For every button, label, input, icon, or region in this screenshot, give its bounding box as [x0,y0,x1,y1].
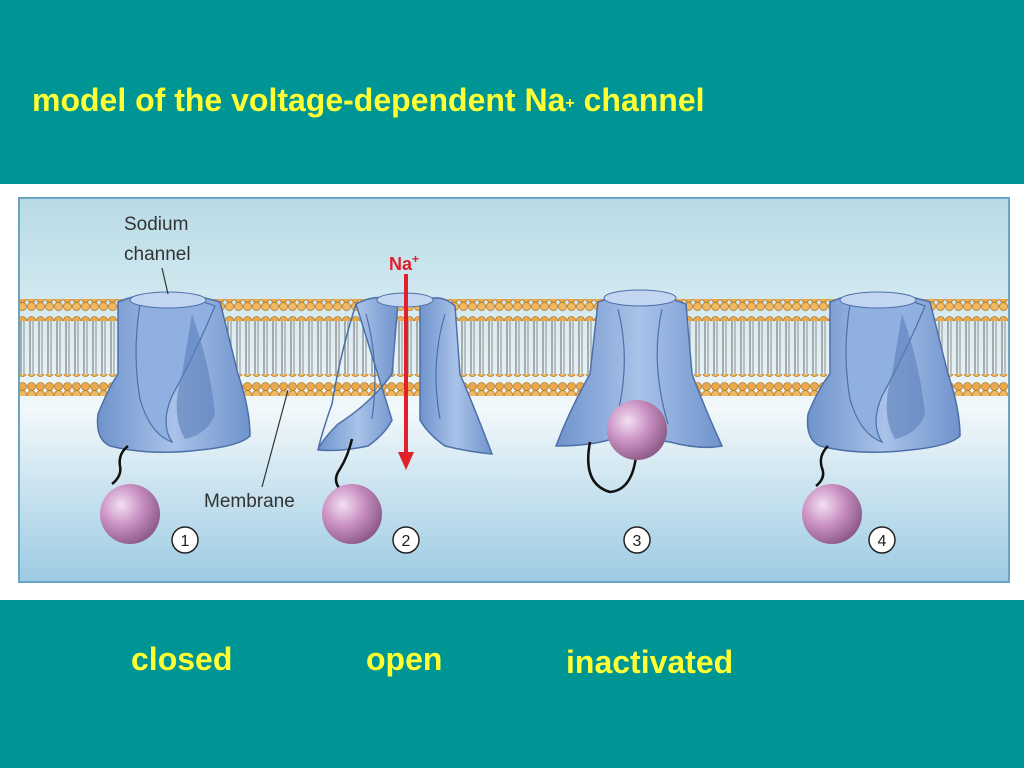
step-number-1: 1 [181,533,190,550]
title-tail: channel [574,82,705,118]
state-label-closed: closed [131,641,233,677]
step-marker-3 [623,526,651,554]
channel-open: 2 [316,274,494,554]
sodium-ion-label: Na+ [389,252,419,274]
step-marker-2 [392,526,420,554]
sodium-channel-diagram: 1 2 3 [18,197,1010,583]
sodium-channel-leader-line [161,267,169,295]
sodium-channel-label-line1: Sodium [124,214,188,235]
step-marker-1 [171,526,199,554]
channel-inactivated: 3 [554,289,724,554]
title-main: model of the voltage-dependent Na [32,82,566,118]
state-label-inactivated: inactivated [566,644,734,680]
step-number-2: 2 [402,533,411,550]
channel-closed: 1 [96,291,251,554]
inactivation-ball-2 [322,484,382,544]
step-marker-4 [868,526,896,554]
membrane-label: Membrane [204,491,295,512]
step-number-3: 3 [633,533,642,550]
sodium-channel-label-line2: channel [124,244,191,265]
state-label-open: open [366,641,443,677]
channel-figure-panel: 1 2 3 [0,184,1024,600]
title-superscript: + [565,95,575,112]
channel-closed-recovered: 4 [802,291,961,554]
step-number-4: 4 [878,533,887,550]
inactivation-ball-1 [100,484,160,544]
membrane-leader-line [261,389,289,488]
inactivation-ball-4 [802,484,862,544]
slide-title: model of the voltage-dependent Na+ chann… [32,80,705,120]
inactivation-ball-3 [607,400,667,460]
